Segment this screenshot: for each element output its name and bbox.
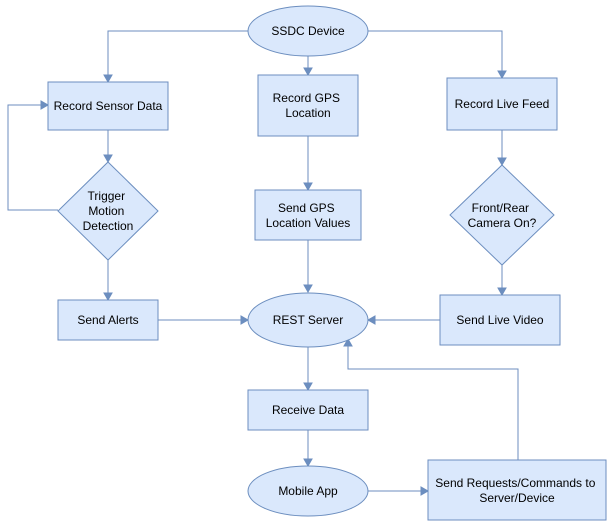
node-label-line: Trigger xyxy=(88,189,126,203)
node-label: Send Alerts xyxy=(77,313,138,327)
edge-send-requests-to-rest-server xyxy=(347,346,519,460)
node-label-line: Motion xyxy=(88,204,124,218)
arrowhead xyxy=(303,382,313,392)
arrowhead xyxy=(303,458,313,468)
node-label-line: Server/Device xyxy=(479,491,555,505)
arrowhead xyxy=(343,337,353,347)
node-label-line: Location Values xyxy=(266,216,351,230)
node-rest-server: REST Server xyxy=(247,292,369,348)
node-mobile-app: Mobile App xyxy=(247,465,369,517)
arrowhead xyxy=(103,154,113,164)
arrowhead xyxy=(103,74,113,84)
node-label: Send Live Video xyxy=(456,313,544,327)
node-camera-on-decision: Front/Rear Camera On? xyxy=(449,164,555,266)
node-label-line: Camera On? xyxy=(468,216,537,230)
node-record-gps-location: Record GPS Location xyxy=(257,74,359,137)
node-send-requests-commands: Send Requests/Commands to Server/Device xyxy=(427,459,607,521)
node-label-line: Record GPS xyxy=(273,91,340,105)
arrowhead xyxy=(366,315,376,325)
node-label: REST Server xyxy=(273,313,343,327)
arrowhead xyxy=(303,67,313,77)
node-send-alerts: Send Alerts xyxy=(57,299,159,341)
arrowhead xyxy=(497,70,507,80)
node-receive-data: Receive Data xyxy=(247,389,369,431)
arrowhead xyxy=(303,284,313,294)
nodes: SSDC Device Record Sensor Data Record GP… xyxy=(47,5,607,521)
node-record-live-feed: Record Live Feed xyxy=(446,77,558,131)
node-label: Receive Data xyxy=(272,403,344,417)
node-label: Send GPS Location Values xyxy=(266,201,351,230)
node-label-line: Send GPS xyxy=(278,201,335,215)
node-trigger-motion-detection: Trigger Motion Detection xyxy=(57,161,159,261)
edge-ssdc-to-record-live xyxy=(368,30,503,71)
node-label-line: Location xyxy=(285,106,330,120)
node-ssdc-device: SSDC Device xyxy=(247,5,369,57)
node-label: Send Requests/Commands to Server/Device xyxy=(435,476,598,505)
edge-trigger-loop-to-record-sensor xyxy=(7,104,58,211)
node-label: Record GPS Location xyxy=(273,91,344,120)
node-label-line: Front/Rear xyxy=(472,201,529,215)
node-label: Record Sensor Data xyxy=(54,99,163,113)
node-label: Trigger Motion Detection xyxy=(83,189,134,233)
node-label: Front/Rear Camera On? xyxy=(468,201,537,230)
arrowhead xyxy=(497,287,507,297)
edge-ssdc-to-record-sensor xyxy=(107,30,248,75)
arrowhead xyxy=(420,486,430,496)
node-send-gps-location-values: Send GPS Location Values xyxy=(254,189,362,241)
node-label-line: Detection xyxy=(83,219,134,233)
node-send-live-video: Send Live Video xyxy=(439,294,561,346)
arrowhead xyxy=(103,292,113,302)
node-label-line: Send Requests/Commands to xyxy=(435,476,595,490)
arrowhead xyxy=(40,100,50,110)
edges xyxy=(7,30,519,496)
node-label: Record Live Feed xyxy=(455,97,550,111)
node-record-sensor-data: Record Sensor Data xyxy=(47,81,169,131)
arrowhead xyxy=(497,157,507,167)
arrowhead xyxy=(240,315,250,325)
node-label: Mobile App xyxy=(278,484,338,498)
arrowhead xyxy=(303,182,313,192)
node-label: SSDC Device xyxy=(271,24,345,38)
